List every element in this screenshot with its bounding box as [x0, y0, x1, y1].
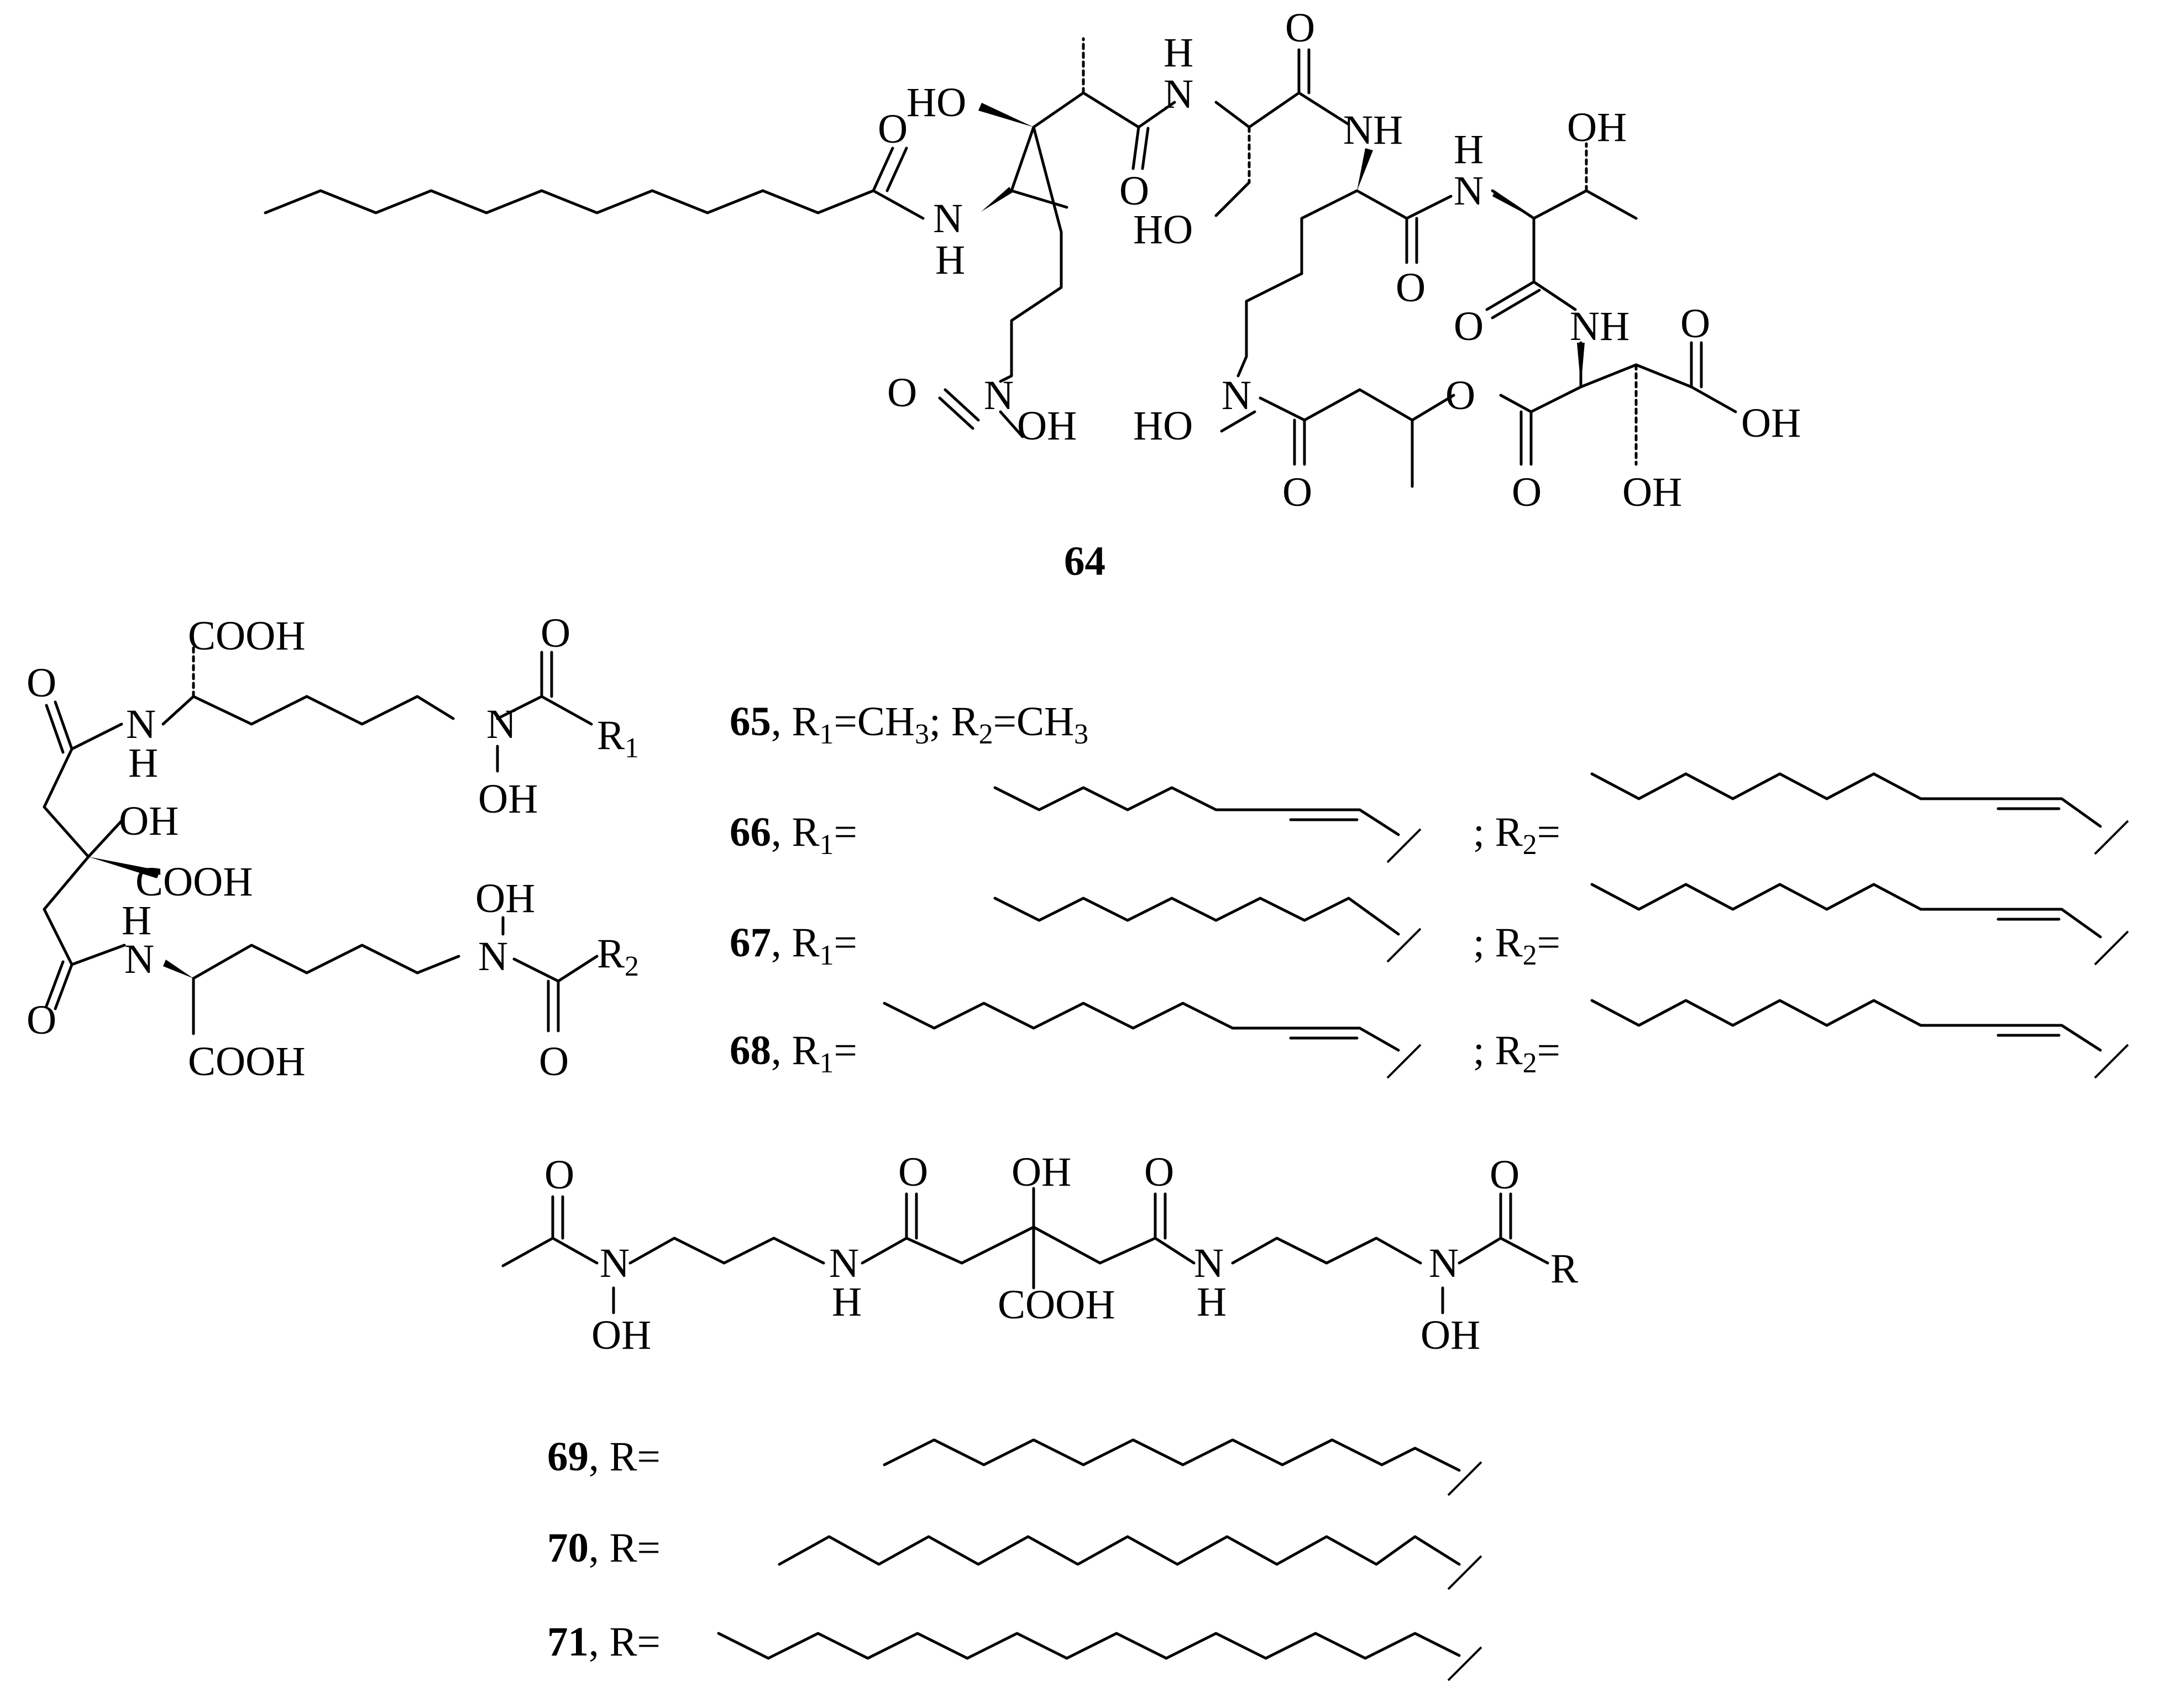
nh-asp-label: NH: [1570, 303, 1629, 349]
oh-hydrox-bottom-label: OH: [475, 876, 535, 921]
r2-chain-66: [1590, 772, 2102, 828]
wavy-bond-68-r2: [2094, 1044, 2129, 1079]
r1-chain-67: [993, 897, 1400, 936]
r2-chain-67: [1590, 883, 2102, 939]
legend-68-r2: ; R2=: [1473, 1028, 1560, 1079]
n-hydrox-top-label: N: [486, 701, 516, 747]
n-bottom-label: N: [124, 936, 154, 982]
o-amide1-label: O: [878, 106, 908, 152]
legend-66-r2: ; R2=: [1473, 809, 1560, 861]
o-mid-right-label: O: [1144, 1149, 1174, 1195]
o-left-top-label: O: [27, 660, 56, 706]
o-co1-label: O: [1282, 469, 1312, 515]
n-thr-label: N: [1454, 168, 1484, 214]
n-hydrox1-label: N: [984, 373, 1014, 418]
h-right-label: H: [1197, 1279, 1227, 1325]
ho-2-label: HO: [1133, 403, 1193, 449]
legend-68: 68, R1=: [730, 1028, 857, 1079]
o-left-bottom-label: O: [27, 997, 56, 1043]
substituent-chains-65-68: [883, 772, 2129, 1079]
r1-chain-68: [883, 1002, 1400, 1052]
wavy-bond-66-r2: [2094, 820, 2129, 855]
core-69-71: [501, 1187, 1549, 1314]
o-acyl-bottom-label: O: [539, 1039, 569, 1084]
n-amide1-label: N: [933, 196, 963, 242]
r2-label: R2: [597, 931, 639, 982]
legend-67: 67, R1=: [730, 920, 857, 971]
compound-64-number: 64: [1064, 538, 1105, 584]
oh-mid-label: OH: [1012, 1149, 1071, 1195]
n-left-label: N: [600, 1240, 630, 1286]
core-65-68: [43, 645, 599, 1035]
o-right-label: O: [1490, 1152, 1519, 1198]
ho-ser-label: HO: [1133, 207, 1193, 253]
oh-right-label: OH: [1421, 1312, 1480, 1358]
o-top-label: O: [1285, 5, 1315, 51]
o-formyl-label: O: [887, 370, 917, 416]
h-amide1-label: H: [935, 237, 965, 283]
r-chain-71: [717, 1632, 1461, 1660]
compound-64-lipid-chain: [264, 189, 875, 214]
o-acetyl-label: O: [544, 1152, 574, 1198]
oh-center-label: OH: [119, 798, 179, 844]
r1-label: R1: [597, 712, 639, 764]
o-ester-label: O: [1445, 373, 1475, 418]
wavy-bond-67-r1: [1386, 928, 1422, 963]
o-thr-label: O: [1454, 303, 1484, 349]
wavy-bond-71: [1447, 1646, 1482, 1681]
oh-acid-label: OH: [1741, 400, 1801, 446]
r-chain-69: [883, 1438, 1461, 1472]
legend-66: 66, R1=: [730, 809, 857, 861]
wavy-bond-67-r2: [2094, 930, 2129, 966]
cooh-center-label: COOH: [135, 859, 253, 905]
oh-thr-label: OH: [1567, 104, 1627, 150]
cooh-top-label: COOH: [188, 613, 306, 659]
o-orn-label: O: [1396, 265, 1426, 311]
n-top-label: N: [1164, 71, 1193, 117]
oh-left-label: OH: [591, 1312, 651, 1358]
h-top-nh-label: H: [1164, 30, 1193, 76]
h-thr-nh-label: H: [1454, 127, 1484, 172]
o-acyl-top-label: O: [541, 610, 570, 656]
r2-chain-68: [1590, 999, 2102, 1052]
wavy-bond-68-r1: [1386, 1044, 1422, 1079]
legend-71: 71, R=: [547, 1619, 661, 1665]
o-mid-left-label: O: [898, 1149, 928, 1195]
legend-67-r2: ; R2=: [1473, 920, 1560, 971]
cooh-mid-label: COOH: [998, 1282, 1115, 1328]
wavy-bond-70: [1447, 1555, 1482, 1590]
ho-top-label: HO: [906, 80, 966, 125]
oh-top-label: OH: [478, 776, 538, 822]
o-lowamide-label: O: [1119, 168, 1149, 214]
wavy-bond-69: [1447, 1461, 1482, 1496]
h-bottom-label: H: [122, 898, 151, 944]
oh-1-label: OH: [1017, 403, 1077, 449]
r-label: R: [1550, 1246, 1578, 1292]
n-hydrox2-label: N: [1222, 373, 1251, 418]
oh-asp-label: OH: [1622, 469, 1682, 515]
n-top-label: N: [126, 701, 156, 747]
nh-left-label: N: [829, 1240, 859, 1286]
nh-right-label: N: [1194, 1240, 1224, 1286]
cooh-bottom-label: COOH: [188, 1039, 306, 1084]
compound-64: [264, 37, 1737, 488]
nh-right-label: NH: [1343, 107, 1403, 153]
legend-65-68: 65, R1=CH3; R2=CH3 66, R1= ; R2= 67, R1=…: [730, 699, 1560, 1079]
n-right-label: N: [1429, 1240, 1459, 1286]
legend-70: 70, R=: [547, 1525, 661, 1571]
h-left-label: H: [832, 1279, 862, 1325]
legend-69: 69, R=: [547, 1434, 661, 1480]
legend-65: 65, R1=CH3; R2=CH3: [730, 699, 1088, 750]
r-chain-70: [778, 1535, 1461, 1566]
wavy-bond-66-r1: [1386, 828, 1422, 863]
legend-69-71: 69, R= 70, R= 71, R=: [547, 1434, 1482, 1681]
n-hydrox-bottom-label: N: [478, 934, 508, 979]
o-acid-label: O: [1680, 301, 1710, 347]
o-co2-label: O: [1512, 469, 1542, 515]
h-top-label: H: [128, 740, 158, 786]
r1-chain-66: [993, 786, 1400, 836]
